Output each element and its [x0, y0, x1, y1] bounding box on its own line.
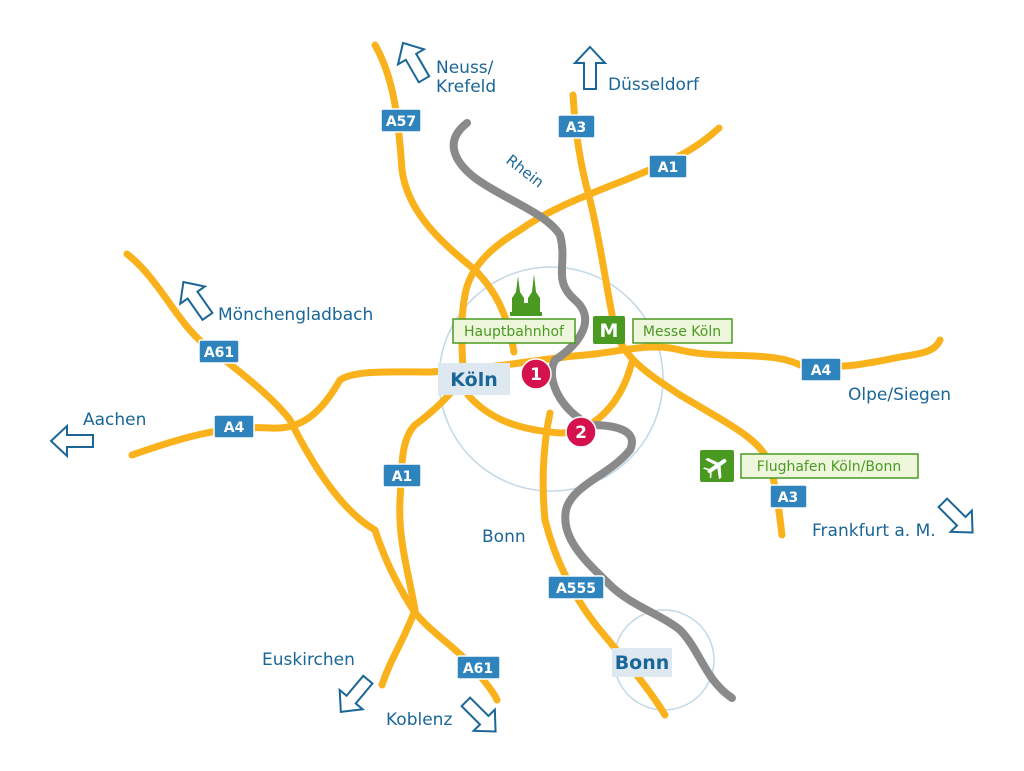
poi-messe-label: Messe Köln	[643, 324, 721, 340]
label-koblenz: Koblenz	[386, 710, 452, 730]
shield-a4-east-label: A4	[811, 363, 832, 379]
arrow-aachen	[49, 423, 94, 459]
arrow-koblenz	[460, 696, 497, 733]
cathedral-icon	[510, 274, 542, 316]
road-a4-loop	[464, 358, 636, 437]
shield-a61-west-label: A61	[204, 345, 234, 361]
marker-2-label: 2	[575, 423, 587, 443]
river-label: Rhein	[503, 151, 548, 192]
arrow-euskirchen	[338, 674, 374, 713]
label-neuss: Neuss/	[436, 58, 494, 78]
road-a1-south	[378, 368, 469, 689]
label-duesseldorf: Düsseldorf	[608, 75, 700, 95]
shield-a57: A57	[380, 108, 422, 133]
shield-a4-west-label: A4	[224, 420, 245, 436]
road-a57	[371, 41, 518, 356]
arrow-moenchengladbach	[178, 280, 214, 322]
city-koeln-label: Köln	[450, 369, 497, 391]
shield-a1-south-label: A1	[392, 469, 413, 485]
label-bonn-direction: Bonn	[482, 527, 526, 547]
shield-a61-west: A61	[198, 339, 240, 364]
shield-a57-label: A57	[386, 114, 416, 130]
messe-icon-letter: M	[600, 320, 619, 342]
arrow-neuss	[396, 41, 431, 84]
poi-airport: Flughafen Köln/Bonn	[740, 453, 919, 479]
poi-messe: Messe Köln	[632, 318, 733, 344]
shield-a61-south: A61	[456, 655, 501, 680]
shield-a555-label: A555	[556, 581, 596, 597]
shield-a1-south: A1	[382, 463, 422, 488]
label-krefeld: Krefeld	[436, 77, 496, 97]
airplane-icon	[700, 450, 734, 482]
label-moenchengladbach: Mönchengladbach	[218, 305, 373, 325]
road-a4	[128, 336, 944, 459]
label-euskirchen: Euskirchen	[262, 650, 355, 670]
poi-airport-label: Flughafen Köln/Bonn	[757, 459, 901, 475]
city-koeln: Köln	[438, 363, 510, 395]
shield-a3-south-label: A3	[778, 490, 799, 506]
shield-a555: A555	[547, 575, 605, 600]
city-bonn-label: Bonn	[615, 652, 670, 674]
shield-a3-south: A3	[769, 484, 808, 509]
shield-a4-east: A4	[800, 357, 842, 382]
messe-icon: M	[593, 316, 625, 344]
arrow-frankfurt	[937, 497, 974, 534]
poi-hauptbahnhof-label: Hauptbahnhof	[464, 324, 565, 340]
label-aachen: Aachen	[83, 410, 146, 430]
marker-1-label: 1	[530, 365, 542, 385]
city-bonn: Bonn	[612, 648, 672, 677]
label-olpe: Olpe/Siegen	[848, 385, 951, 405]
shield-a3-north-label: A3	[566, 120, 587, 136]
shield-a61-south-label: A61	[463, 661, 493, 677]
shield-a4-west: A4	[213, 414, 255, 439]
marker-2: 2	[565, 416, 597, 448]
arrow-duesseldorf	[572, 45, 608, 90]
label-frankfurt: Frankfurt a. M.	[812, 521, 936, 541]
shield-a1-north-label: A1	[658, 160, 679, 176]
poi-hauptbahnhof: Hauptbahnhof	[452, 318, 576, 344]
shield-a1-north: A1	[648, 154, 688, 179]
shield-a3-north: A3	[557, 114, 596, 139]
marker-1: 1	[520, 358, 552, 390]
